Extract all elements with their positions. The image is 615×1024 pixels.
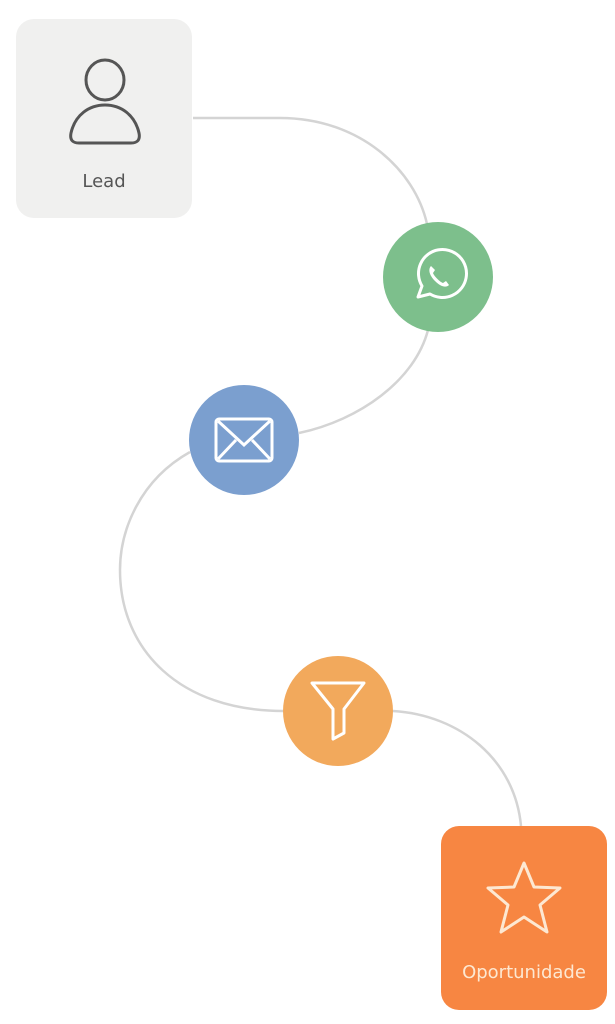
star-icon [486,861,562,934]
person-icon [69,58,141,145]
opportunity-label: Oportunidade [462,962,586,983]
opportunity-node: Oportunidade [441,826,607,1010]
whatsapp-icon [416,248,468,299]
whatsapp-node [383,222,493,332]
connector-lead-whatsapp [193,116,429,225]
funnel-icon [310,681,366,741]
connector-email-funnel [118,450,284,713]
lead-label: Lead [82,171,126,192]
funnel-node [283,656,393,766]
lead-node: Lead [16,19,192,218]
connector-funnel-opportunity [392,709,523,827]
connector-whatsapp-email [298,329,430,435]
envelope-icon [214,417,274,463]
email-node [189,385,299,495]
